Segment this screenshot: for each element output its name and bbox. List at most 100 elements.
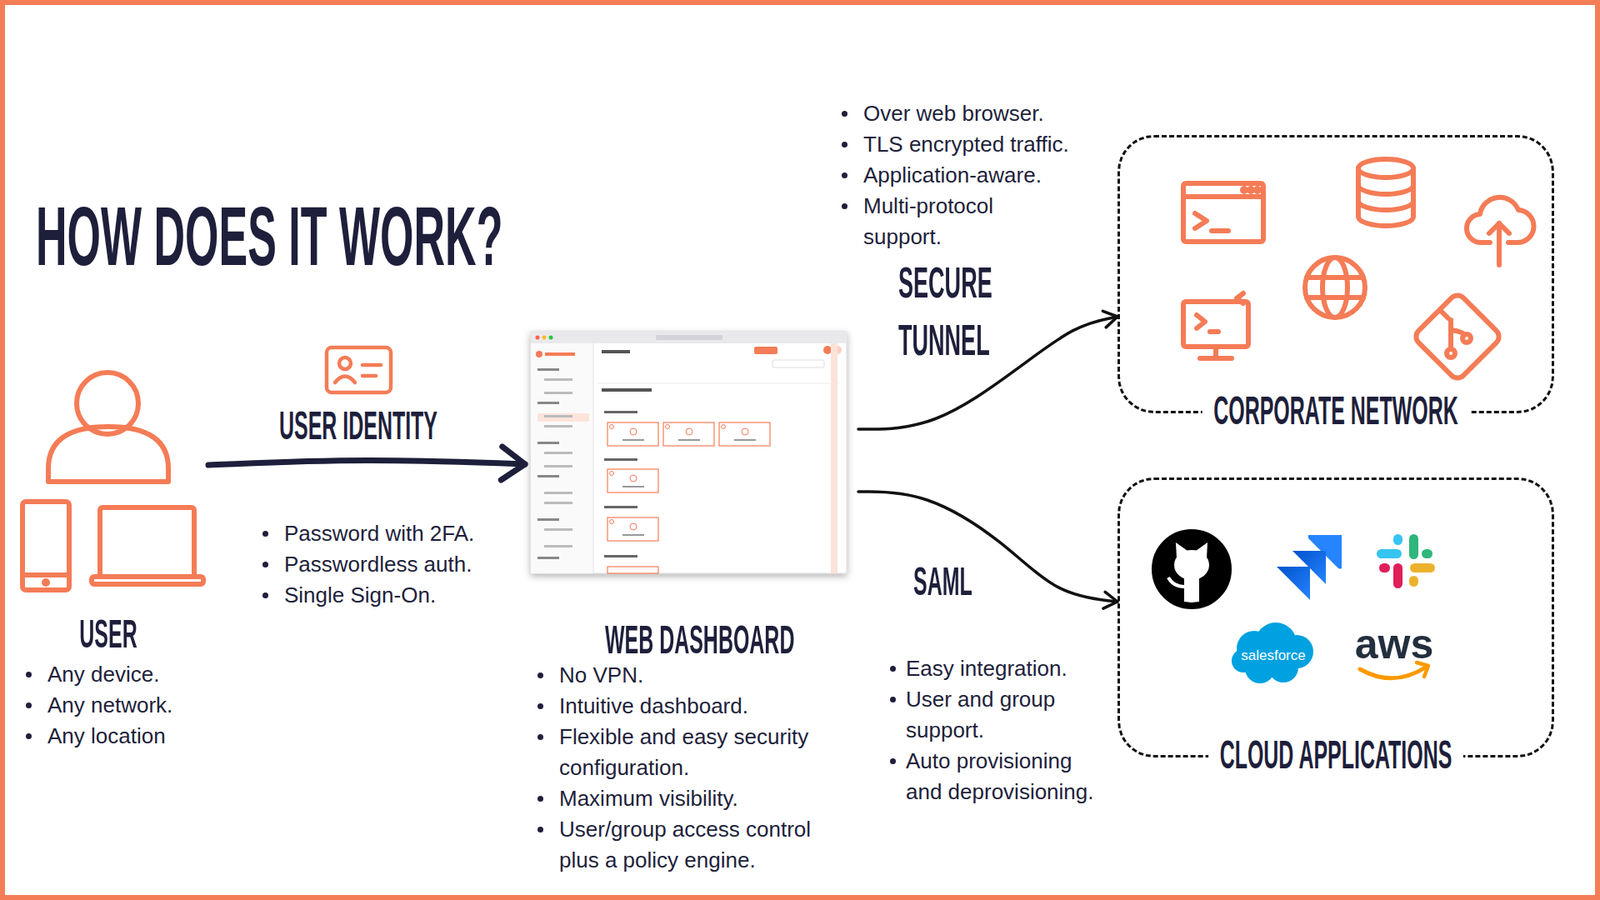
group-label: CORPORATE NETWORK [1202,390,1470,431]
illustration-part [22,159,1535,590]
app-card [607,566,659,574]
connector-arrow [208,460,525,465]
bullet-text: Any network. [47,690,173,721]
terminal-icon-part [1183,183,1264,242]
laptop-icon [91,507,204,585]
slack-logo-part [1421,549,1433,559]
diagram-title: HOW DOES IT WORK? [35,194,503,278]
bullet-text: Flexible and easy security configuration… [559,721,843,784]
bullet-dot [841,141,848,148]
dashboard-screenshot-part [593,343,595,574]
network-group: CORPORATE NETWORK [1117,135,1555,414]
identity-card-icon-part [362,374,376,379]
user-icon [48,372,169,482]
dashboard-screenshot-part [530,331,847,344]
sidebar-line [544,545,573,548]
github-logo-part [1168,577,1185,587]
identity-card-icon-part [339,357,351,370]
bullet-row: User/group access control plus a policy … [537,814,859,876]
bullet-note: Multi-protocol support. [863,190,1030,253]
app-card-part [665,425,670,430]
app-card [719,422,770,446]
jira-logo [1276,535,1342,600]
app-card-part [630,523,637,530]
globe-icon [1305,257,1365,318]
bullet-dot [262,530,269,537]
app-card-part [721,425,726,430]
cloud-upload-icon [1466,197,1535,265]
aws-wordmark: aws [1355,623,1435,665]
slack-logo-part [1409,575,1419,587]
sidebar-line [537,556,560,560]
sidebar-line [537,368,560,371]
user-icon-part [48,426,169,482]
github-logo-part [1195,542,1208,559]
bullet-dot [890,665,896,672]
dashboard-screenshot [530,331,847,574]
monitor-code-icon-part [1200,355,1232,361]
bullet-row: Intuitive dashboard. [537,690,859,722]
app-card-part [607,469,659,493]
sidebar-line [544,501,573,505]
monitor-code-icon-part [1236,293,1244,304]
connector-label: SAML [913,561,973,602]
bullet-note: Over web browser. [863,98,1045,130]
connector-arrow [858,491,1118,602]
phone-icon-part [44,580,48,585]
git-icon-part [1448,320,1454,349]
bullet-dot [537,826,544,833]
git-icon-part [1440,310,1449,319]
aws-logo-part [1360,666,1427,679]
bullet-list: No VPN.Intuitive dashboard.Flexible and … [525,660,859,876]
app-card-part [607,422,659,446]
bullet-note: Application-aware. [863,160,1042,191]
globe-icon-part [1305,257,1365,318]
git-icon-part [1446,349,1455,358]
bullet-note: TLS encrypted traffic. [863,129,1070,160]
app-card-part [663,422,715,446]
globe-icon-part [1306,275,1364,280]
bullet-row: Single Sign-On. [262,580,475,611]
github-logo-part [1184,575,1200,605]
slack-logo-part [1376,549,1402,559]
bullet-row: Auto provisioning and deprovisioning. [890,745,1106,808]
bullet-text: No VPN. [559,660,644,691]
git-icon-part [1412,291,1502,381]
bullet-row: Easy integration. [890,653,1106,685]
bullet-row: Multi-protocol support. [841,190,1070,253]
app-card [607,422,659,446]
identity-card-icon-part [362,363,381,368]
monitor-code-icon [1183,293,1249,359]
salesforce-wordmark: salesforce [1240,648,1305,663]
slack-logo [1376,534,1435,589]
app-card-part [734,439,756,441]
bullet-dot [537,795,544,802]
sidebar-line [544,425,573,428]
slack-logo-part [1393,563,1403,589]
cloud-upload-icon-part [1489,223,1510,234]
git-icon [1412,291,1502,381]
app-card [607,469,659,493]
sidebar-line [544,491,573,495]
network-group: CLOUD APPLICATIONS [1117,477,1555,758]
git-icon-part [1450,330,1465,335]
dashboard-screenshot-part [655,335,723,340]
sidebar-line [544,528,573,531]
bullet-note: Single Sign-On. [284,580,436,611]
terminal-icon-part [1195,213,1207,229]
note-list: Easy integration.User and group support.… [890,653,1106,808]
phone-icon-part [22,501,70,590]
bullet-text: Maximum visibility. [559,783,739,815]
database-icon-part [1358,185,1414,195]
dashboard-screenshot-part [545,352,575,356]
monitor-code-icon-part [1183,301,1249,347]
app-card-part [630,475,637,482]
bullet-row: Password with 2FA. [262,518,475,550]
dashboard-screenshot-part [754,346,778,355]
app-card-part [610,471,615,476]
dashboard-screenshot-part [537,413,590,422]
app-card-part [607,517,659,541]
section-line [604,555,638,558]
app-card-part [741,428,749,435]
